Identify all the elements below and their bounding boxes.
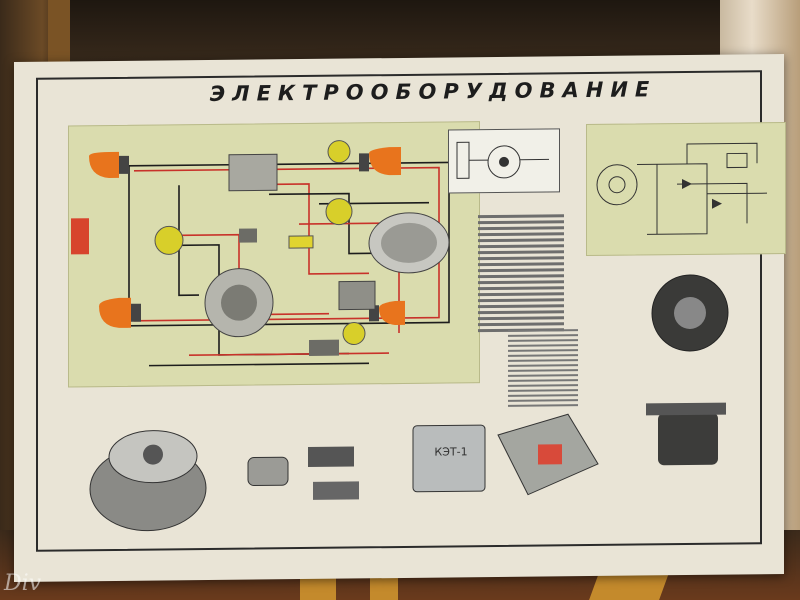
schematic-inset [448,128,560,194]
commutator-label: КЭТ-1 [434,445,468,459]
electrical-poster: ЭЛЕКТРООБОРУДОВАНИЕ [14,53,786,583]
lamp-icon [89,151,129,179]
wiring-diagram [71,140,450,367]
poster-frame: ЭЛЕКТРООБОРУДОВАНИЕ [36,70,786,552]
wood-beam [48,0,70,70]
legend-text-block-lower [508,329,578,410]
legend-text-block [478,214,564,335]
circuit-schematic [596,142,767,235]
watermark-text: Div [4,571,42,596]
wiring-diagram-panel [68,121,480,388]
generator-illustration [89,430,207,532]
schematic-inset-drawing [456,141,549,179]
poster-title: ЭЛЕКТРООБОРУДОВАНИЕ [188,77,678,107]
circuit-schematic-panel [586,121,786,257]
